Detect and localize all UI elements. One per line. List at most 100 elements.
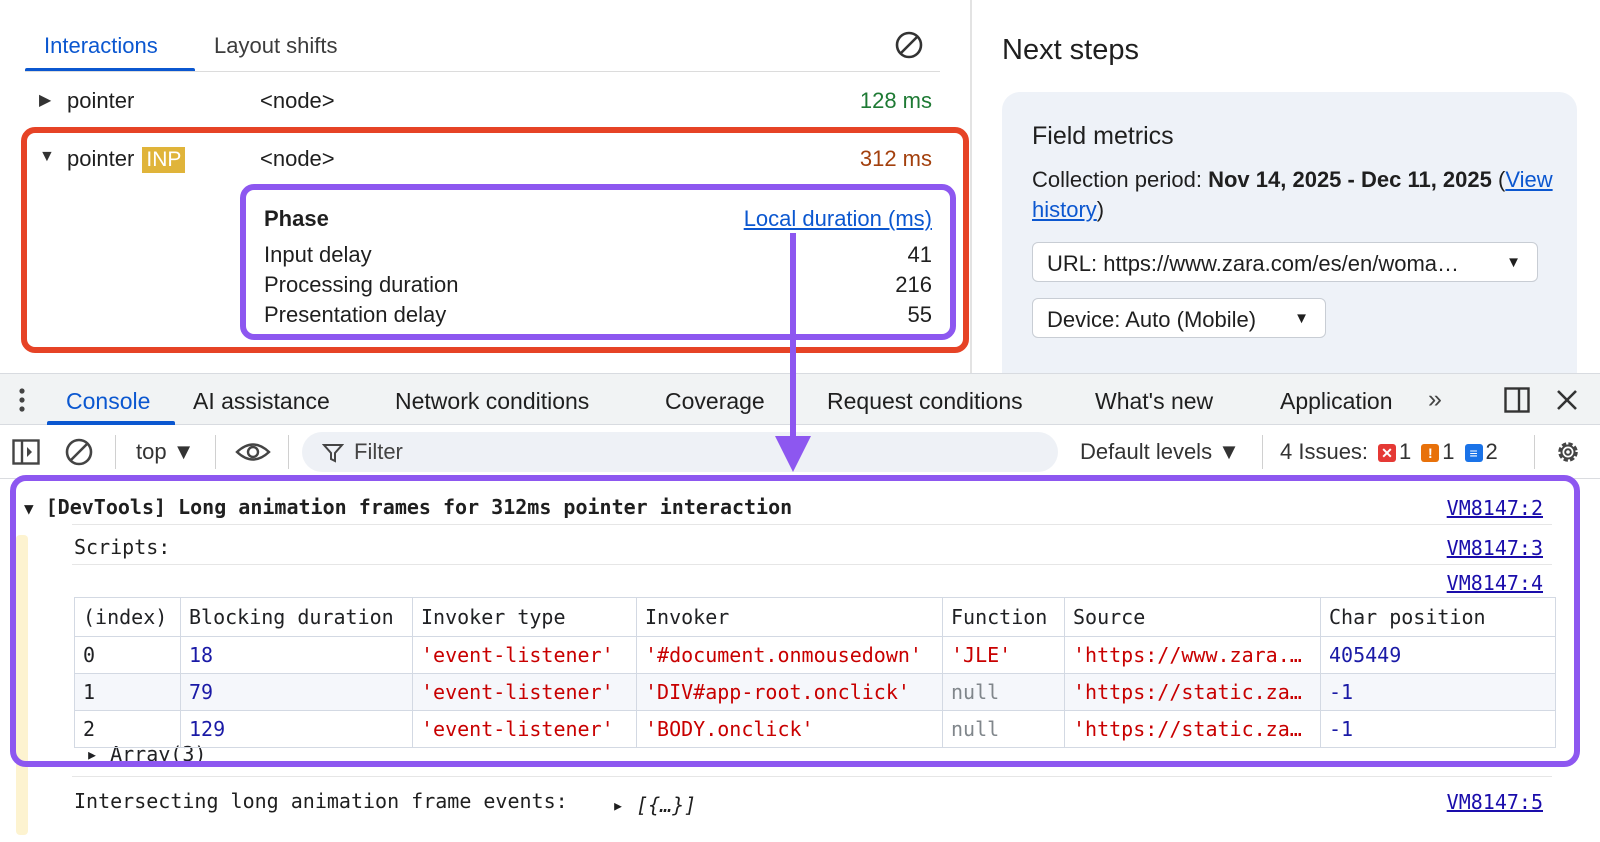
performance-panel: Interactions Layout shifts ▶ pointer <no… [0,0,1600,392]
long-animation-frames-highlight [10,475,1580,767]
close-icon[interactable] [1555,388,1579,412]
issues-counter[interactable]: 4 Issues:✕1!1≡2 [1280,439,1498,465]
phase-value: 216 [895,272,932,297]
collapse-triangle-icon[interactable]: ▼ [39,148,55,165]
field-metrics-card: Field metrics Collection period: Nov 14,… [1002,92,1577,392]
table-cell: 79 [180,673,413,711]
warning-count: 1 [1442,439,1455,464]
interaction-type-label: pointer [67,146,135,171]
phase-label: Processing duration [264,272,459,297]
phase-row: Processing duration 216 [264,272,932,298]
inp-badge: INP [142,147,186,173]
table-cell: 'BODY.onclick' [636,710,943,748]
source-link[interactable]: VM8147:2 [1446,496,1543,520]
period-label: Collection period: [1032,167,1209,192]
tab-network-conditions[interactable]: Network conditions [395,388,590,414]
toolbar-separator [1262,435,1263,469]
error-count: 1 [1399,439,1412,464]
table-cell: null [942,673,1065,711]
source-link[interactable]: VM8147:4 [1446,571,1543,595]
field-metrics-title: Field metrics [1032,122,1174,150]
tab-whats-new[interactable]: What's new [1095,388,1214,414]
phase-breakdown: Phase Local duration (ms) Input delay 41… [240,184,956,340]
clear-icon[interactable] [894,30,924,60]
url-select[interactable]: URL: https://www.zara.com/es/en/woma…▼ [1032,242,1538,282]
table-cell: 'JLE' [942,636,1065,674]
source-link[interactable]: VM8147:5 [1446,790,1543,814]
phase-label: Presentation delay [264,302,447,327]
dropdown-arrow-icon: ▼ [1294,310,1309,327]
console-group-header[interactable]: ▼ [DevTools] Long animation frames for 31… [24,495,792,519]
table-cell: 1 [74,673,181,711]
scripts-label: Scripts: [74,535,171,559]
phase-value: 41 [907,242,932,267]
tab-request-conditions[interactable]: Request conditions [827,388,1023,414]
phase-column-label: Phase [264,206,329,231]
interaction-row-inp[interactable]: ▼ pointer INP <node> 312 ms [25,138,940,178]
warning-icon: ! [1421,444,1440,462]
tab-ai-assistance[interactable]: AI assistance [193,388,330,414]
column-header[interactable]: Blocking duration [180,597,413,637]
tab-console[interactable]: Console [66,388,151,414]
context-select[interactable]: top ▼ [136,439,195,464]
tab-divider [25,71,940,72]
phase-row: Presentation delay 55 [264,302,932,328]
column-header[interactable]: Source [1064,597,1321,637]
device-select[interactable]: Device: Auto (Mobile)▼ [1032,298,1326,338]
interaction-duration: 128 ms [859,88,932,113]
table-row: 2 129 'event-listener' 'BODY.onclick' nu… [74,710,1556,748]
period-value: Nov 14, 2025 - Dec 11, 2025 [1208,167,1492,192]
collapse-triangle-icon[interactable]: ▼ [24,499,34,518]
source-link[interactable]: VM8147:3 [1446,536,1543,560]
drawer-tabbar: Console AI assistance Network conditions… [0,373,1600,425]
phase-row: Input delay 41 [264,242,932,268]
column-header[interactable]: (index) [74,597,181,637]
column-header[interactable]: Invoker [636,597,943,637]
column-header[interactable]: Invoker type [412,597,637,637]
table-cell: 0 [74,636,181,674]
table-cell: 2 [74,710,181,748]
paren: ) [1096,197,1105,222]
filter-box [302,432,1058,472]
pane-splitter[interactable] [970,0,972,373]
interaction-node[interactable]: <node> [260,88,335,113]
table-cell: -1 [1320,710,1556,748]
local-duration-link[interactable]: Local duration (ms) [743,206,932,231]
group-title: [DevTools] Long animation frames for 312… [45,495,793,519]
interaction-row[interactable]: ▶ pointer <node> 128 ms [25,80,940,120]
filter-icon [322,444,344,463]
paren: ( [1498,167,1506,192]
toolbar-separator [1534,435,1535,469]
tab-interactions[interactable]: Interactions [44,33,158,58]
toolbar-separator [215,435,216,469]
inp-interaction-highlight [21,127,969,353]
tab-layout-shifts[interactable]: Layout shifts [214,33,338,58]
eye-icon[interactable] [235,440,271,464]
log-levels-select[interactable]: Default levels ▼ [1080,439,1240,464]
table-cell: 'event-listener' [412,673,637,711]
tab-application[interactable]: Application [1280,388,1393,414]
expand-triangle-icon[interactable]: ▶ [39,92,52,109]
active-tab-indicator [47,421,175,425]
filter-input[interactable] [354,436,1044,468]
more-vertical-icon[interactable] [18,387,26,413]
issues-label: 4 Issues: [1280,439,1369,464]
collection-period: Collection period: Nov 14, 2025 - Dec 11… [1032,165,1562,225]
toolbar-separator [115,435,116,469]
gear-icon[interactable] [1554,438,1582,466]
error-icon: ✕ [1378,444,1397,462]
table-cell: 'event-listener' [412,636,637,674]
dock-side-icon[interactable] [1504,387,1530,413]
interaction-node[interactable]: <node> [260,146,335,171]
more-tabs-icon[interactable]: » [1428,385,1442,413]
interaction-duration: 312 ms [859,146,932,171]
clear-console-icon[interactable] [64,437,94,467]
view-history-link[interactable]: View history [1032,167,1553,222]
table-header-row: (index) Blocking duration Invoker type I… [74,597,1556,637]
sidebar-toggle-icon[interactable] [12,439,40,465]
row-divider [72,524,1552,525]
intersecting-events-toggle[interactable]: ▸ [{…}] [612,793,697,817]
intersecting-label: Intersecting long animation frame events… [74,789,568,813]
tab-coverage[interactable]: Coverage [665,388,765,414]
url-select-value: URL: https://www.zara.com/es/en/woma… [1047,251,1460,276]
